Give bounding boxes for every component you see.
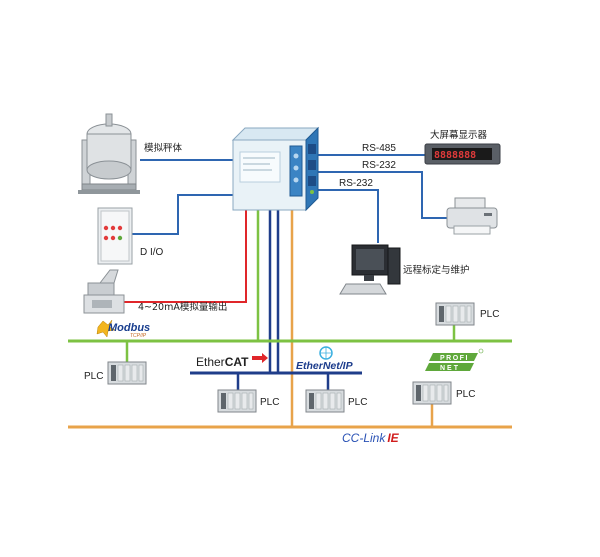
printer-icon xyxy=(446,197,498,235)
profinet-logo-text-b: NET xyxy=(440,365,460,372)
profinet-logo: PROFI NET xyxy=(425,348,484,372)
cclink-logo-text-b: IE xyxy=(387,431,399,445)
plc-top-right xyxy=(435,302,475,326)
scale-label: 模拟秤体 xyxy=(144,142,183,154)
ethernetip-logo-text: EtherNet/IP xyxy=(296,360,354,372)
modbus-logo: Modbus TCP/IP xyxy=(96,319,150,339)
line-analog-output xyxy=(118,205,247,303)
plc-ethernetip xyxy=(305,389,345,413)
rs485-label: RS-485 xyxy=(362,143,396,154)
plc-cclink xyxy=(412,381,452,405)
dio-label: D I/O xyxy=(140,247,164,258)
rs232-computer-label: RS-232 xyxy=(339,178,373,189)
remote-maintenance-label: 远程标定与维护 xyxy=(403,264,470,276)
big-display-icon: 8888888 xyxy=(424,143,501,165)
buses xyxy=(68,325,512,429)
modbus-logo-subtext: TCP/IP xyxy=(130,333,147,339)
rs232-printer-label: RS-232 xyxy=(362,160,396,171)
analog-output-label: 4~20mA模拟量输出 xyxy=(138,301,227,313)
svg-text:EtherCAT: EtherCAT xyxy=(196,355,249,369)
ethernetip-logo: EtherNet/IP xyxy=(296,346,354,372)
big-display-value: 8888888 xyxy=(434,150,476,161)
connection-lines xyxy=(118,154,447,427)
weighing-module xyxy=(231,126,320,212)
plc-left xyxy=(107,361,147,385)
profinet-logo-text-a: PROFI xyxy=(440,355,469,362)
dio-cabinet-icon xyxy=(97,207,133,265)
line-rs232-computer xyxy=(318,189,379,243)
plc-ethercat xyxy=(217,389,257,413)
big-display-label: 大屏幕显示器 xyxy=(430,129,488,141)
ethercat-logo-text-b: CAT xyxy=(225,355,249,369)
plc-label-ethercat: PLC xyxy=(260,397,279,408)
line-dio-to-module xyxy=(132,194,233,235)
modbus-logo-text: Modbus xyxy=(108,322,150,334)
plc-label-cclink: PLC xyxy=(456,389,475,400)
ethercat-logo-text-a: Ether xyxy=(196,355,225,369)
ethercat-logo: EtherCAT xyxy=(196,353,268,369)
plc-label-left: PLC xyxy=(84,371,103,382)
analog-actuator-icon xyxy=(83,269,125,314)
weighing-tank-icon xyxy=(78,113,140,194)
plc-label-top-right: PLC xyxy=(480,309,499,320)
computer-icon xyxy=(339,244,401,295)
cclink-logo-text-a: CC-Link xyxy=(342,431,386,445)
plc-label-ethernetip: PLC xyxy=(348,397,367,408)
line-rs232-printer xyxy=(318,171,447,219)
